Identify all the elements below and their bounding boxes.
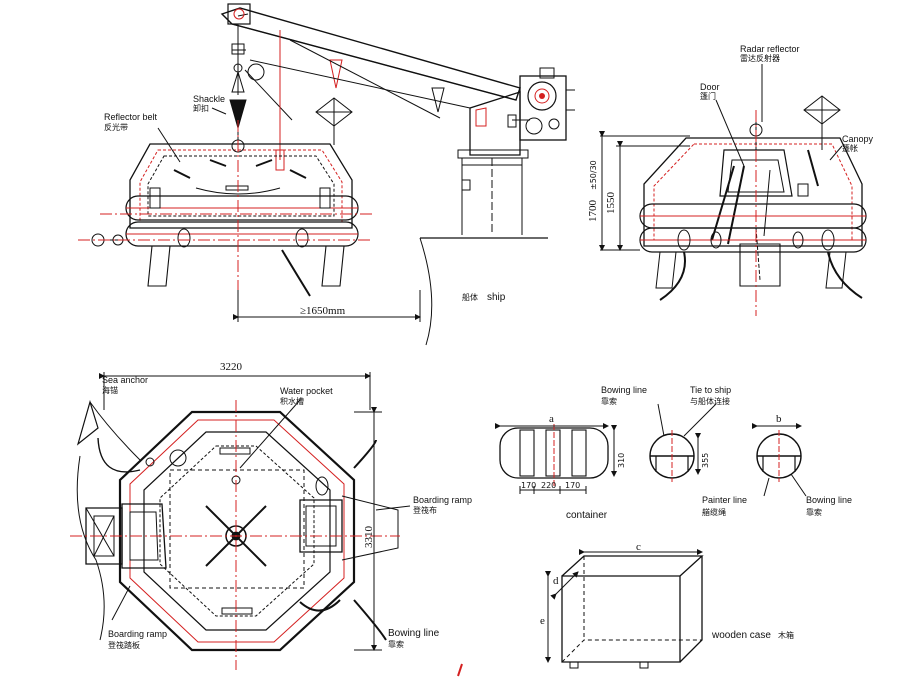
case-dim-e: e [540,615,545,627]
door-label-cn: 篷门 [700,91,716,101]
depth-plan-dimension: 3310 [363,526,375,549]
bowing-line-top-label: Bowing line [601,385,647,395]
bowing-line-label: Bowing line [388,628,440,639]
reflector-belt-label-cn: 反光带 [104,122,128,132]
boarding-ramp-label-left-cn: 登筏踏板 [108,640,140,650]
container-dim-170-right: 170 [565,481,580,490]
tie-to-ship-label: Tie to ship [690,385,731,395]
container-dim-310: 310 [617,453,626,468]
case-dim-c: c [636,541,641,553]
bowing-line-right-label-cn: 靠索 [806,507,822,517]
container-views [495,403,807,669]
container-dim-170-left: 170 [521,481,536,490]
bowing-line-label-cn: 靠索 [388,639,404,649]
height-inner-dimension: 1550 [605,192,617,215]
container-dim-a: a [549,413,554,425]
width-top-dimension: 3220 [220,361,243,373]
container-dim-220: 220 [541,481,556,490]
canopy-label: Canopy [842,134,874,144]
shackle-label-cn: 卸扣 [193,103,209,113]
tie-to-ship-label-cn: 与船体连接 [690,396,730,406]
container-dim-b: b [776,413,782,425]
red-mark [457,663,463,677]
ship-label: ship [487,292,506,303]
radar-reflector-icon-front [803,95,841,150]
reflector-belt-label: Reflector belt [104,112,158,122]
painter-line-label-cn: 艏缆绳 [702,507,726,517]
height-total-dimension: 1700 [587,200,599,223]
distance-dimension: ≥1650mm [300,305,346,317]
wooden-case-label-cn: 木箱 [778,630,794,640]
radar-reflector-label-cn: 雷达反射器 [740,53,780,63]
water-pocket-label-cn: 积水槽 [280,396,304,406]
bowing-line-right-label: Bowing line [806,495,852,505]
canopy-label-cn: 篷帐 [842,143,858,153]
door-label: Door [700,82,720,92]
boarding-ramp-label-right: Boarding ramp [413,495,472,505]
raft-plan-view [70,372,411,670]
height-tolerance: ±50/30 [589,160,598,190]
container-dim-355: 355 [701,453,710,468]
shackle-label: Shackle [193,94,225,104]
raft-front-view [599,64,867,316]
water-pocket-label: Water pocket [280,386,333,396]
painter-line-label: Painter line [702,495,747,505]
radar-reflector-label: Radar reflector [740,44,800,54]
ship-label-cn: 船体 [462,292,478,302]
case-dim-d: d [553,575,559,587]
boarding-ramp-label-right-cn: 登筏布 [413,505,437,515]
raft-side-view [91,139,359,297]
boarding-ramp-label-left: Boarding ramp [108,629,167,639]
container-label: container [566,510,608,521]
davit-side-view [78,3,575,346]
sea-anchor-label-cn: 海锚 [102,385,118,395]
bowing-line-top-label-cn: 靠索 [601,396,617,406]
sea-anchor-label: Sea anchor [102,375,148,385]
wooden-case-label: wooden case [711,630,771,641]
radar-reflector-icon [315,97,353,145]
